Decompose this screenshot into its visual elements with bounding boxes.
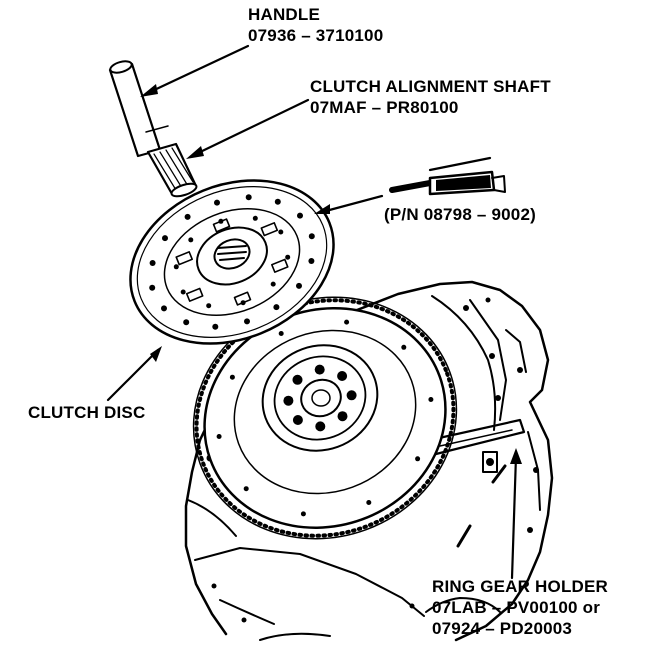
flywheel-rim-hole [428,397,434,402]
engine-block [184,280,554,642]
clutch-disc-facing-hole [161,305,167,312]
clutch-disc-facing-hole [183,319,190,326]
clutch-disc-facing-hole [297,212,303,219]
flywheel-rim-hole [401,344,407,350]
clutch-disc-rivet [188,237,194,243]
clutch-disc-rivet [206,303,212,309]
clutch-disc-rivet [252,215,258,221]
flywheel-bolt-hole [314,364,325,375]
clutch-disc-rivet [278,229,284,235]
clutch-disc-facing-hole [273,304,280,311]
damper-spring-window [271,258,289,273]
clutch-disc-facing-hole [308,233,315,240]
alignment-shaft-name: CLUTCH ALIGNMENT SHAFT [310,77,551,96]
alignment-shaft-label: CLUTCH ALIGNMENT SHAFT 07MAF – PR80100 [310,76,551,118]
damper-spring-window [175,251,193,266]
grease-part-number: (P/N 08798 – 9002) [384,205,536,224]
clutch-disc-facing-hole [212,323,219,330]
ring-gear-holder-part-number-2: 07924 – PD20003 [432,619,573,638]
flywheel-bolt-hole [283,395,294,406]
flywheel-rim-hole [243,486,249,492]
flywheel-rim-hole [216,434,222,439]
clutch-disc-facing-hole [149,284,156,291]
damper-spring-window [233,291,252,306]
ring-gear-holder-name: RING GEAR HOLDER [432,577,609,596]
damper-spring-window [185,287,204,302]
handle-name: HANDLE [248,5,321,24]
clutch-disc-label: CLUTCH DISC [28,402,145,423]
leader-arrows [106,44,522,580]
clutch-disc-rivet [285,254,291,260]
clutch-disc-facing-hole [296,282,302,289]
ring-gear-holder-part-number-1: 07LAB – PV00100 or [432,598,601,617]
clutch-disc-rivet [180,289,186,295]
clutch-disc-facing-hole [149,260,156,266]
clutch-disc-rivet [270,281,276,287]
handle-label: HANDLE 07936 – 3710100 [248,4,383,46]
flywheel-bolt-hole [337,371,348,381]
clutch-disc-facing-hole [308,258,315,264]
clutch-disc-rivet [173,264,179,270]
clutch-disc-facing-hole [245,194,252,201]
flywheel [192,296,458,540]
clutch-disc-facing-hole [162,235,168,242]
clutch-disc-facing-hole [184,213,191,220]
damper-spring-window [260,222,279,237]
handle-part-number: 07936 – 3710100 [248,26,384,45]
ring-gear-holder-label: RING GEAR HOLDER 07LAB – PV00100 or 0792… [432,576,608,639]
flywheel-rim-hole [415,456,421,462]
clutch-disc-facing-hole [214,199,220,206]
flywheel-bolt-hole [292,374,303,385]
clutch-disc-facing-hole [244,318,250,325]
flywheel-rim-hole [300,511,306,517]
clutch-disc-name: CLUTCH DISC [28,403,146,422]
flywheel-bolt-hole [292,415,303,425]
grease-tube-icon [389,156,506,196]
clutch-disc [129,179,335,345]
alignment-shaft-tool [108,60,198,198]
clutch-disc-facing-hole [274,198,281,205]
flywheel-bolt-hole [346,390,357,401]
flywheel-bolt-hole [315,421,326,432]
flywheel-rim-hole [344,319,350,325]
alignment-shaft-part-number: 07MAF – PR80100 [310,98,459,117]
flywheel-rim-hole [278,331,284,336]
grease-label: (P/N 08798 – 9002) [384,204,536,225]
flywheel-rim-hole [229,374,235,380]
flywheel-rim-hole [366,500,372,505]
damper-spring-window [212,218,231,233]
flywheel-bolt-hole [337,411,348,422]
